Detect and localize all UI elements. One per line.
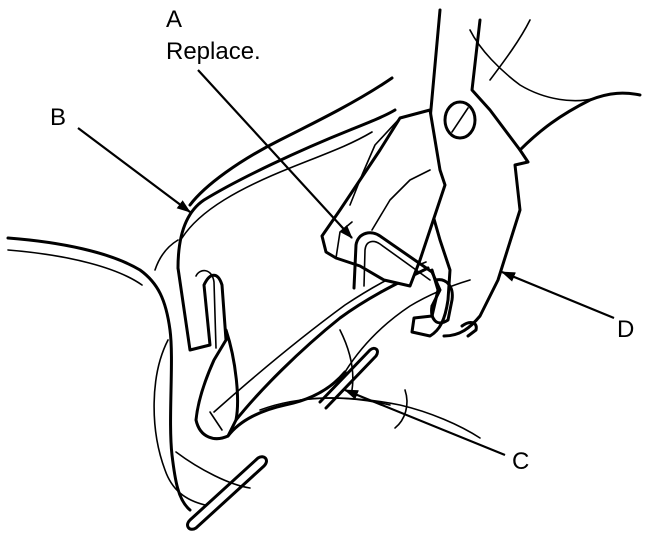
callout-a-letter: A xyxy=(166,6,182,33)
callout-d-leader xyxy=(501,270,615,320)
callout-d: D xyxy=(501,270,634,343)
spring-clip-a xyxy=(352,231,454,325)
clip-b xyxy=(176,266,239,441)
callout-c: C xyxy=(344,388,529,475)
callout-a: A Replace. xyxy=(166,6,353,239)
clip-housing xyxy=(320,108,447,288)
callout-d-letter: D xyxy=(617,316,634,343)
callout-b-leader xyxy=(77,127,191,213)
callout-b: B xyxy=(50,104,191,213)
tool-d xyxy=(410,8,642,338)
upper-panel xyxy=(154,76,397,271)
callout-c-leader xyxy=(344,388,506,457)
pin-c xyxy=(186,346,379,531)
callout-c-letter: C xyxy=(512,448,529,475)
callout-a-leader xyxy=(197,69,353,239)
callout-a-note: Replace. xyxy=(166,38,261,65)
body-panel xyxy=(6,236,251,512)
callout-b-letter: B xyxy=(50,104,66,131)
